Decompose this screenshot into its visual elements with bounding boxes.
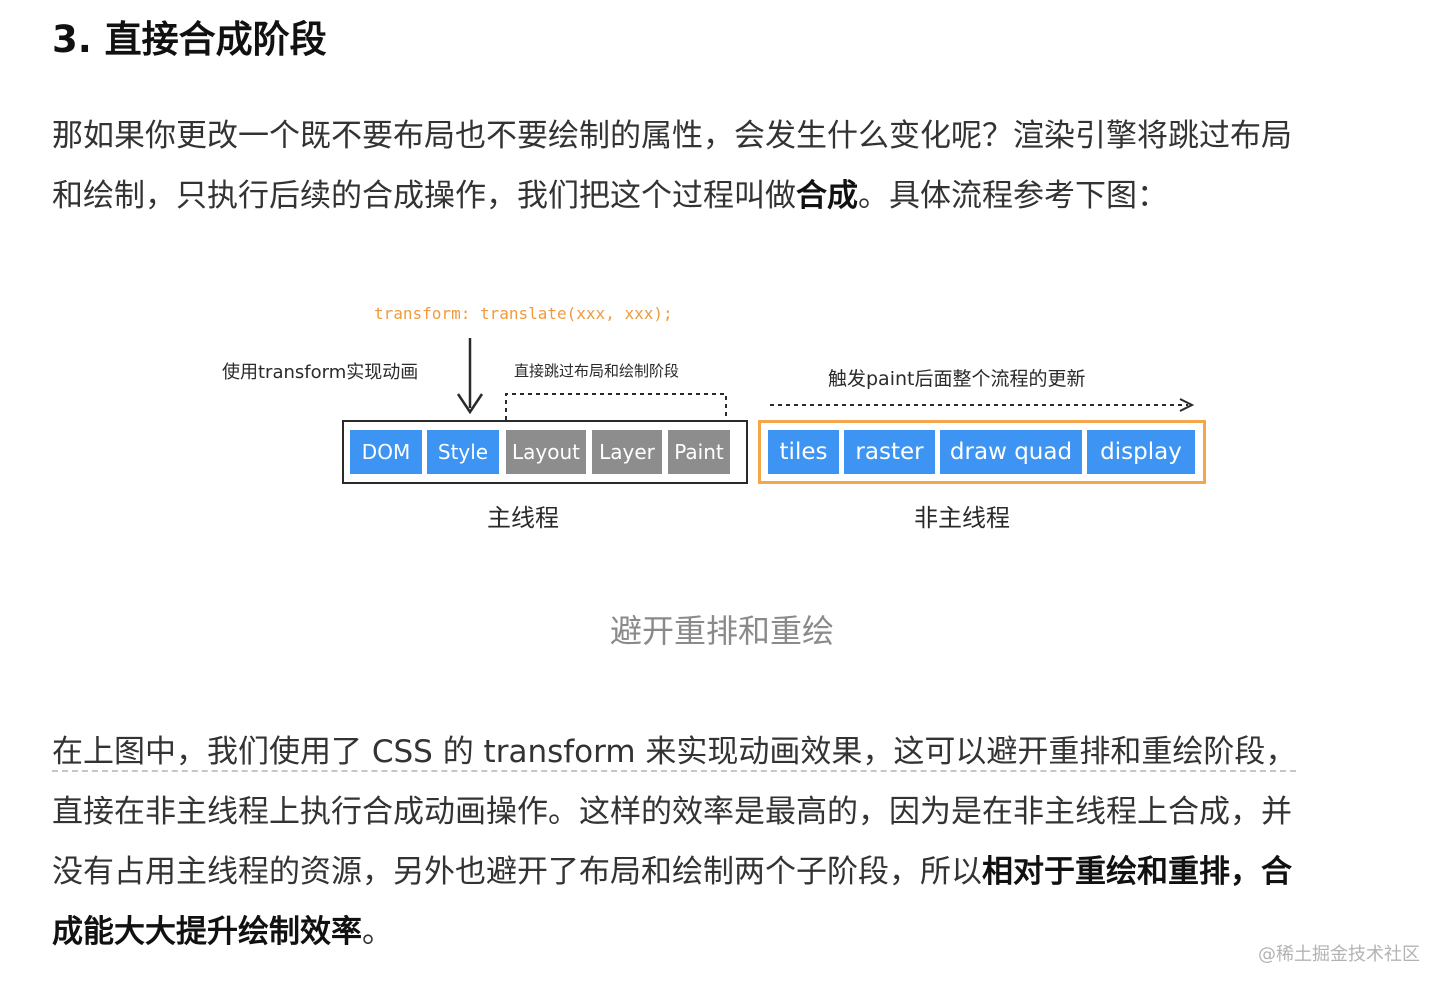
section-heading: 3. 直接合成阶段 <box>52 18 327 61</box>
down-arrow-head-icon <box>456 393 484 415</box>
watermark: @稀土掘金技术社区 <box>1258 944 1420 965</box>
stage-draw-quad: draw quad <box>940 430 1082 474</box>
stage-layer: Layer <box>592 430 662 474</box>
emphasis-efficiency-start: 相对于重绘和重排，合 <box>982 854 1292 890</box>
figure-connectors <box>456 338 1195 420</box>
intro-text: 和绘制，只执行后续的合成操作，我们把这个过程叫做 <box>52 178 796 214</box>
trigger-update-note: 触发paint后面整个流程的更新 <box>828 368 1086 390</box>
explain-text-4: 。 <box>362 914 393 950</box>
transform-code-label: transform: translate(xxx, xxx); <box>374 304 673 323</box>
explain-line-4: 成能大大提升绘制效率。 <box>52 902 1412 962</box>
stage-display: display <box>1087 430 1195 474</box>
emphasis-composite: 合成 <box>796 178 858 214</box>
intro-line-1: 那如果你更改一个既不要布局也不要绘制的属性，会发生什么变化呢？渲染引擎将跳过布局 <box>52 118 1292 154</box>
explain-text-3: 没有占用主线程的资源，另外也避开了布局和绘制两个子阶段，所以 <box>52 854 982 890</box>
explanation-paragraph: 在上图中，我们使用了 CSS 的 transform 来实现动画效果，这可以避开… <box>52 722 1412 962</box>
compositor-thread-frame <box>758 420 1206 484</box>
skip-bracket <box>505 393 727 420</box>
intro-text-tail: 。具体流程参考下图： <box>858 178 1168 214</box>
pipeline-figure: transform: translate(xxx, xxx); 使用transf… <box>0 290 1444 550</box>
transform-animation-note: 使用transform实现动画 <box>222 362 419 383</box>
stage-dom: DOM <box>350 430 422 474</box>
stage-layout: Layout <box>506 430 586 474</box>
explain-line-2: 直接在非主线程上执行合成动画操作。这样的效率是最高的，因为是在非主线程上合成，并 <box>52 794 1292 830</box>
stage-tiles: tiles <box>768 430 839 474</box>
skip-stages-note: 直接跳过布局和绘制阶段 <box>514 362 680 380</box>
main-thread-label: 主线程 <box>487 504 559 532</box>
intro-line-2: 和绘制，只执行后续的合成操作，我们把这个过程叫做合成。具体流程参考下图： <box>52 166 1412 226</box>
figure-caption: 避开重排和重绘 <box>609 612 834 650</box>
compositor-thread-label: 非主线程 <box>914 504 1010 532</box>
intro-paragraph: 那如果你更改一个既不要布局也不要绘制的属性，会发生什么变化呢？渲染引擎将跳过布局… <box>52 106 1412 226</box>
emphasis-efficiency-end: 成能大大提升绘制效率 <box>52 914 362 950</box>
explain-line-1: 在上图中，我们使用了 CSS 的 transform 来实现动画效果，这可以避开… <box>52 722 1412 782</box>
stage-paint: Paint <box>668 430 730 474</box>
explain-text-1: 在上图中，我们使用了 CSS 的 transform 来实现动画效果，这可以避开… <box>52 734 1297 772</box>
stage-style: Style <box>427 430 499 474</box>
explain-line-3: 没有占用主线程的资源，另外也避开了布局和绘制两个子阶段，所以相对于重绘和重排，合 <box>52 842 1412 902</box>
trigger-arrow-head-icon <box>1179 398 1195 412</box>
main-thread-frame <box>342 420 748 484</box>
stage-raster: raster <box>844 430 935 474</box>
